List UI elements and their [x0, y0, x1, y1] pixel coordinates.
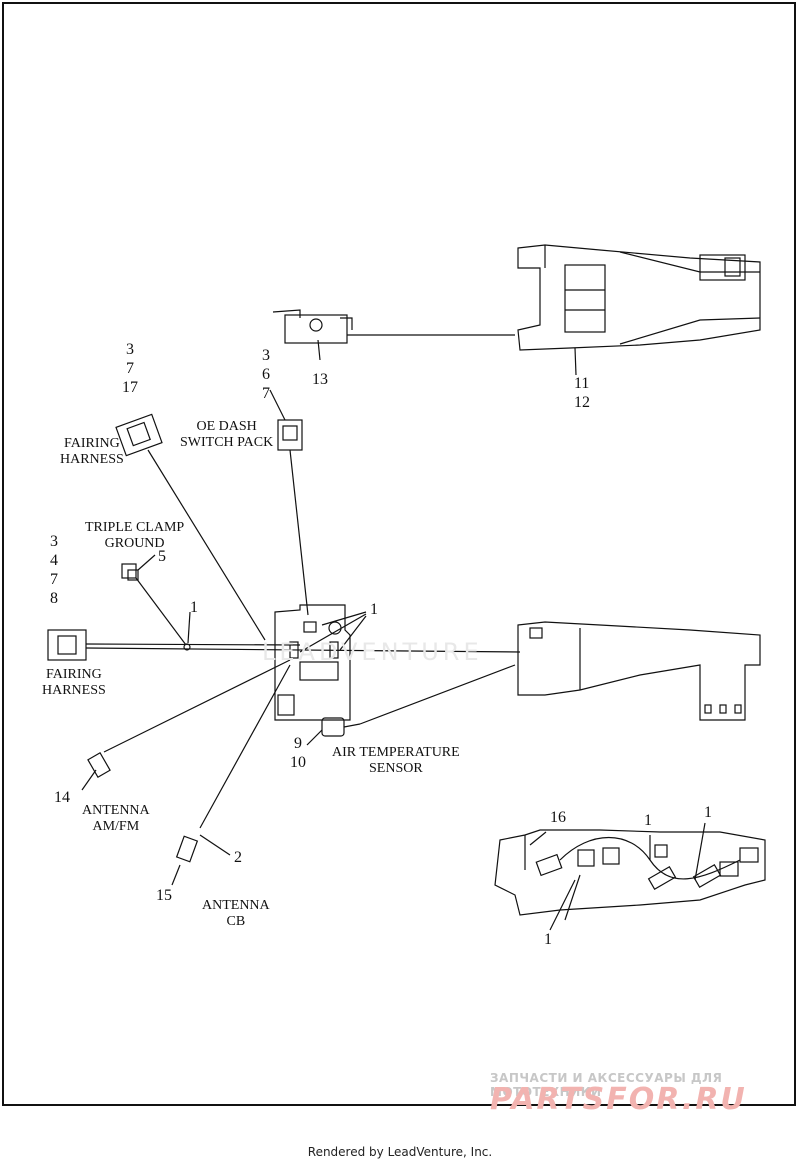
callout-1-bracket: 1: [370, 601, 378, 618]
dash-switch-connector: [277, 419, 309, 616]
antenna-cb-connector: [171, 664, 291, 886]
callout-stack-dash: 3 6 7: [262, 347, 270, 402]
callout-1-detail-c: 1: [544, 931, 552, 948]
center-bracket: [274, 604, 351, 721]
watermark-brand: PARTSFOR.RU: [490, 1082, 747, 1117]
callout-14: 14: [54, 789, 70, 806]
callout-9: 9: [294, 735, 302, 752]
callout-1-detail-b: 1: [704, 804, 712, 821]
watermark-ru-line: ЗАПЧАСТИ И АКСЕССУАРЫ ДЛЯ МОТОТЕХНИКИ: [490, 1071, 723, 1099]
callout-5: 5: [158, 548, 166, 565]
lower-bracket: [517, 621, 761, 721]
label-antenna-am-fm: ANTENNA AM/FM: [82, 803, 150, 834]
label-air-temperature-sensor: AIR TEMPERATURE SENSOR: [332, 745, 460, 776]
diagram-frame: [2, 2, 796, 1106]
callout-1-ground: 1: [190, 599, 198, 616]
callout-stack-fairing-left: 3 4 7 8: [50, 533, 58, 607]
callout-11: 11: [574, 375, 590, 392]
upper-bracket: [517, 244, 761, 351]
label-fairing-harness-top: FAIRING HARNESS: [60, 436, 124, 467]
watermark-leadventure: LEADVENTURE: [262, 638, 483, 666]
label-triple-clamp-ground: TRIPLE CLAMP GROUND: [85, 520, 185, 551]
callout-stack-fairing-top: 3 7 17: [122, 341, 138, 396]
connector-13: [272, 309, 515, 344]
callout-12: 12: [574, 394, 590, 411]
antenna-am-fm-connector: [81, 659, 291, 791]
callout-10: 10: [290, 754, 306, 771]
label-antenna-cb: ANTENNA CB: [202, 898, 270, 929]
label-oe-dash-switch-pack: OE DASH SWITCH PACK: [180, 419, 274, 450]
callout-16: 16: [550, 809, 566, 826]
air-temperature-sensor: [321, 664, 516, 737]
footer-credit: Rendered by LeadVenture, Inc.: [307, 1145, 493, 1159]
callout-2: 2: [234, 849, 242, 866]
callout-13: 13: [312, 371, 328, 388]
callout-1-detail-a: 1: [644, 812, 652, 829]
detail-inset: [494, 822, 766, 931]
triple-clamp-ground: [121, 563, 191, 651]
callout-15: 15: [156, 887, 172, 904]
label-fairing-harness-left: FAIRING HARNESS: [42, 667, 106, 698]
fairing-harness-connector-top: [115, 413, 266, 641]
